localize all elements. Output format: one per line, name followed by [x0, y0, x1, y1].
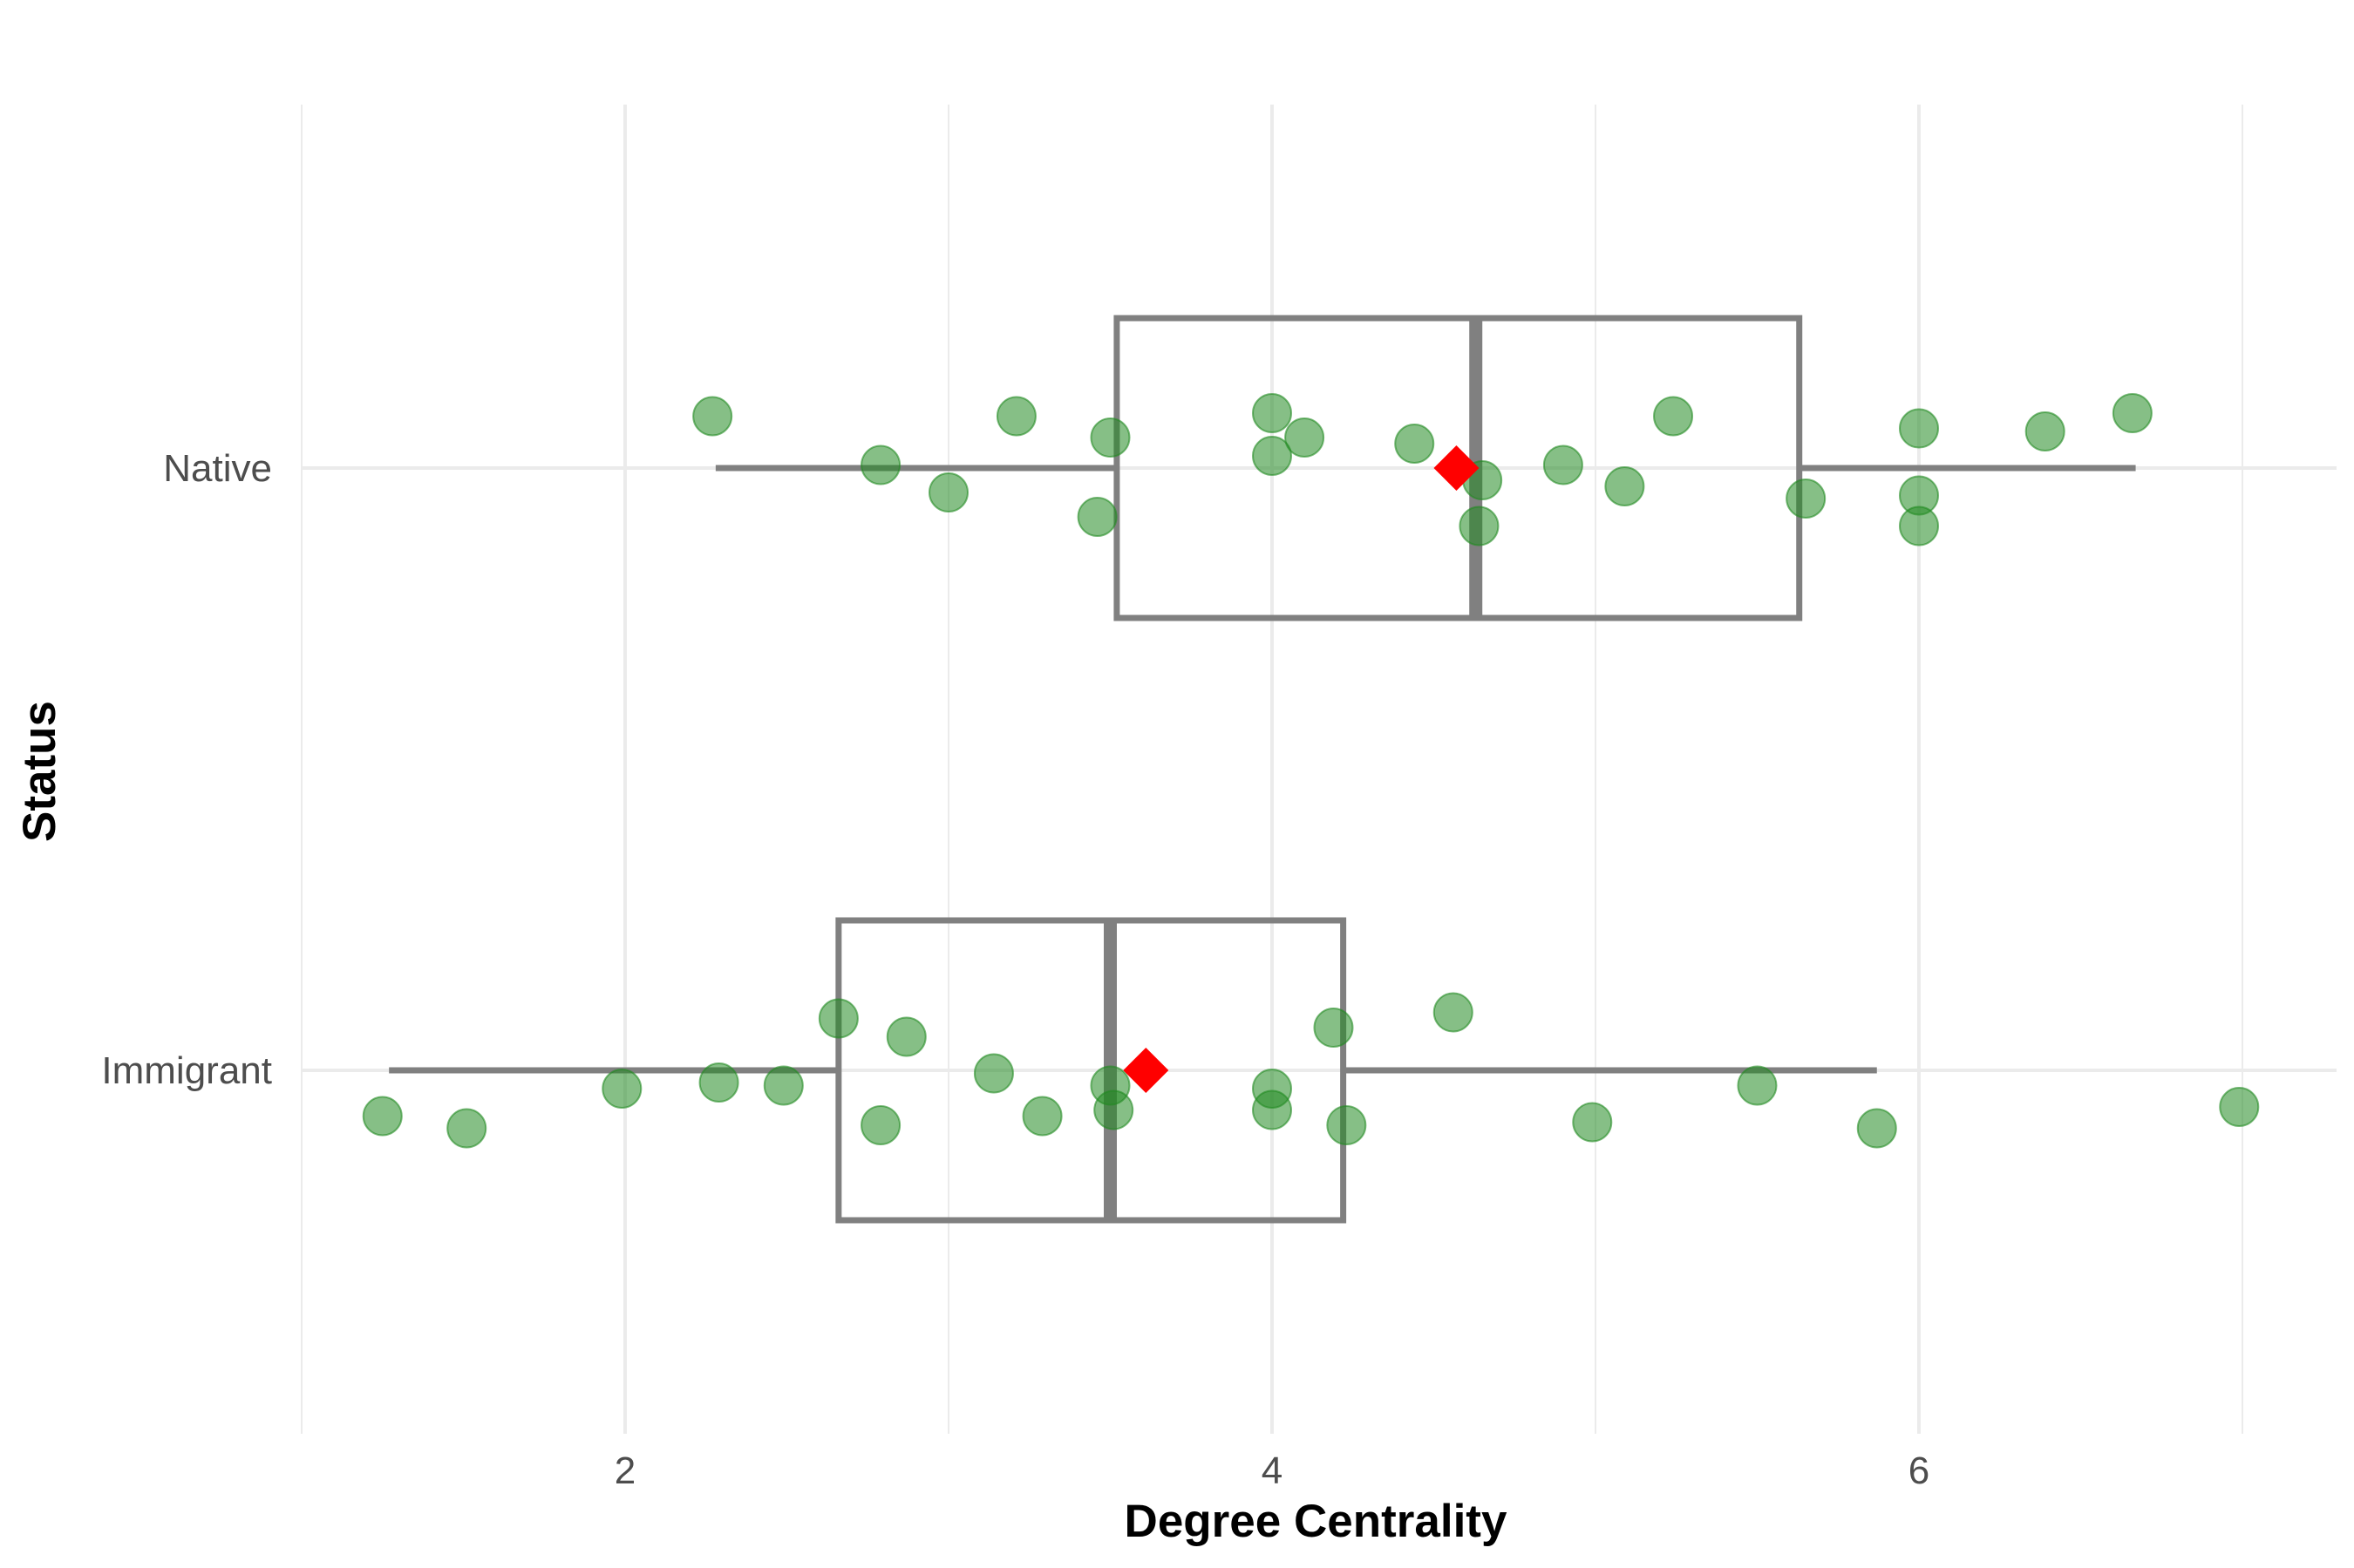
data-point	[698, 1062, 739, 1103]
data-point	[446, 1108, 487, 1149]
y-axis-title: Status	[14, 701, 65, 842]
data-point	[1737, 1065, 1778, 1106]
data-point	[973, 1053, 1014, 1094]
data-point	[2024, 411, 2065, 451]
data-point	[1252, 393, 1292, 433]
data-point	[1786, 479, 1827, 519]
grid-layer	[301, 105, 2337, 1434]
x-tick-label: 6	[1908, 1449, 1929, 1492]
data-point	[886, 1016, 927, 1057]
mean-layer	[1123, 445, 1480, 1093]
data-point	[1252, 1089, 1292, 1130]
data-point	[1022, 1096, 1063, 1137]
data-point	[2219, 1087, 2260, 1127]
point-layer	[362, 393, 2260, 1149]
data-point	[1899, 506, 1939, 546]
data-point	[1090, 417, 1131, 458]
data-point	[1459, 506, 1500, 546]
data-point	[1093, 1089, 1134, 1130]
data-point	[2112, 393, 2153, 433]
data-point	[996, 396, 1037, 437]
data-point	[929, 472, 969, 512]
box-body	[835, 917, 1347, 1224]
data-point	[1542, 445, 1583, 485]
data-point	[861, 1105, 901, 1145]
data-point	[1899, 408, 1939, 449]
x-tick-label: 2	[615, 1449, 636, 1492]
data-point	[1394, 424, 1435, 464]
data-point	[763, 1065, 804, 1106]
data-point	[1326, 1105, 1367, 1145]
data-point	[1572, 1102, 1613, 1143]
data-point	[818, 998, 859, 1039]
data-point	[1432, 992, 1473, 1033]
data-point	[1077, 497, 1118, 537]
mean-marker	[1433, 445, 1480, 491]
data-point	[861, 445, 901, 485]
y-tick-label: Native	[163, 447, 272, 490]
mean-marker	[1123, 1048, 1169, 1093]
x-tick-label: 4	[1262, 1449, 1282, 1492]
data-point	[1604, 466, 1645, 506]
data-point	[602, 1069, 643, 1109]
x-axis-title: Degree Centrality	[1125, 1496, 1507, 1547]
data-point	[1284, 417, 1325, 458]
box-body	[1113, 315, 1803, 621]
data-point	[1252, 436, 1292, 476]
data-point	[1313, 1008, 1354, 1048]
y-tick-label: Immigrant	[101, 1049, 272, 1092]
data-point	[362, 1096, 403, 1137]
data-point	[692, 396, 733, 437]
data-point	[1856, 1108, 1897, 1149]
data-point	[1653, 396, 1694, 437]
